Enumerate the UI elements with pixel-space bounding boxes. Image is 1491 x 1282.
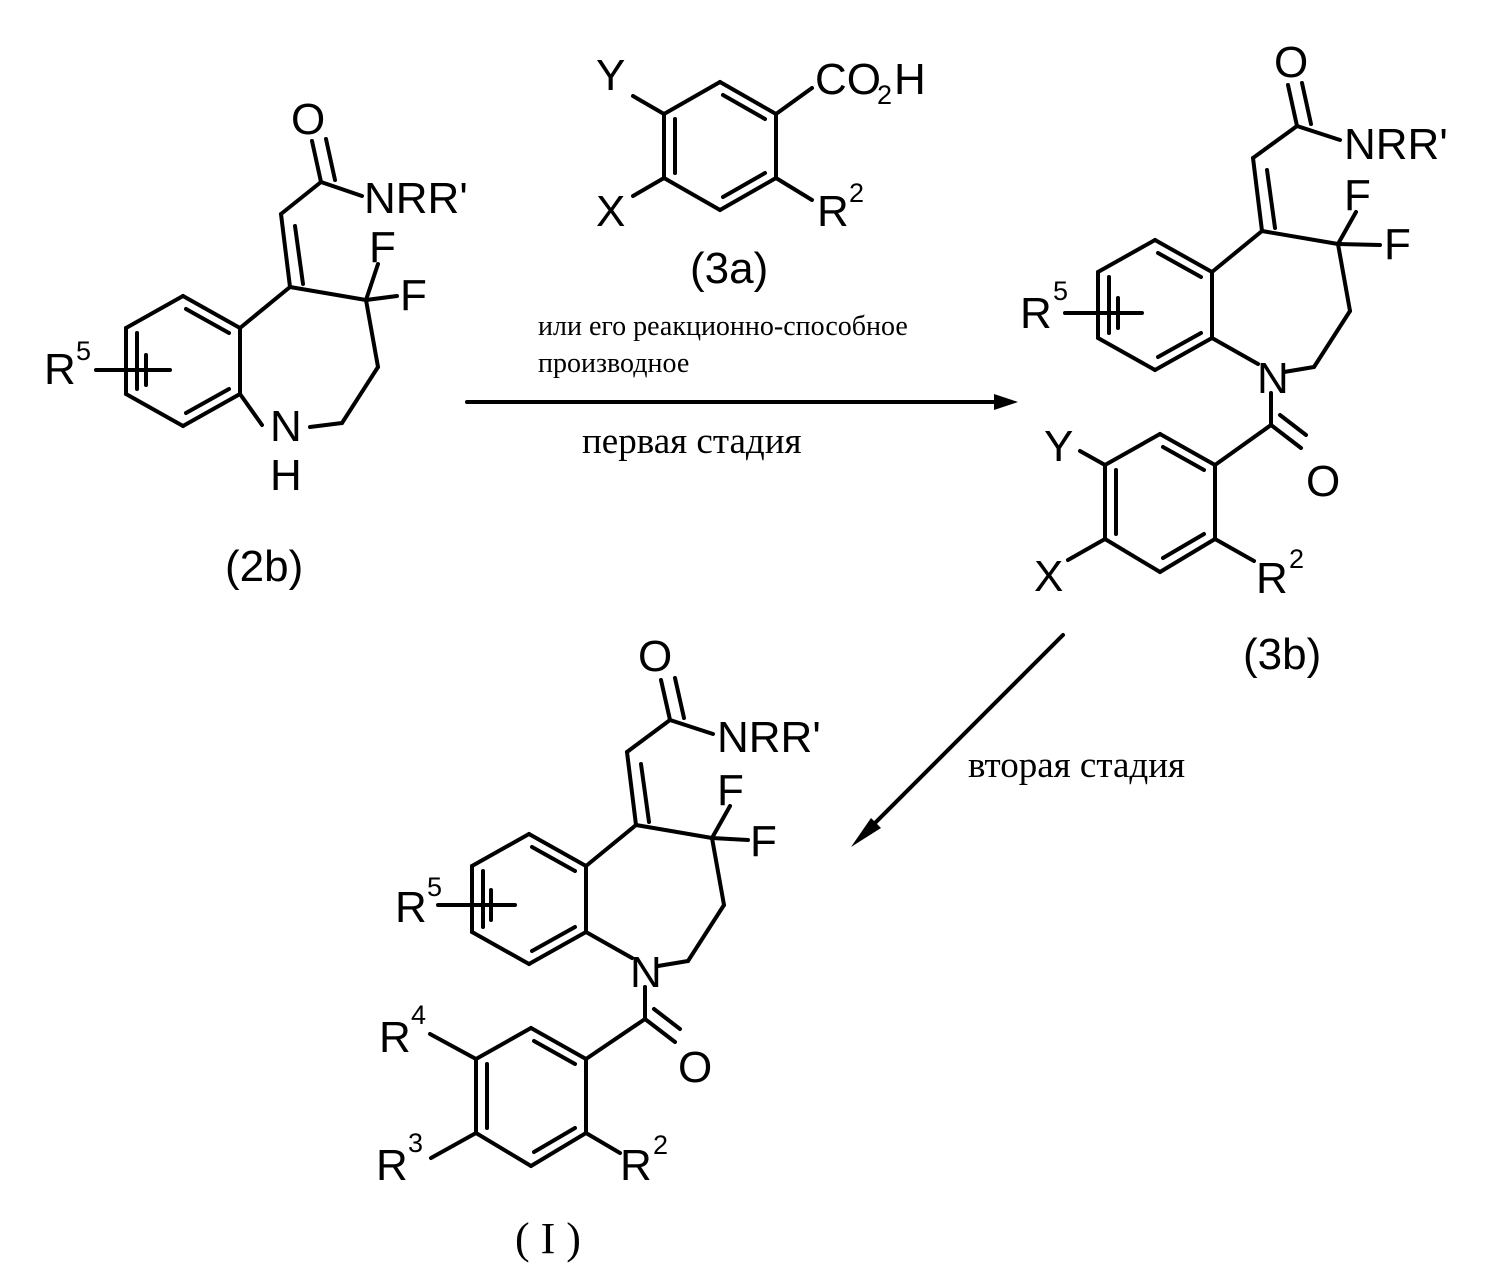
superscript-2: 2 [849,178,864,208]
substituent-x: X [596,187,625,236]
substituent-r5: R [44,345,76,394]
superscript-5: 5 [1053,276,1068,306]
atom-oxygen: O [1306,457,1340,506]
superscript-2: 2 [653,1130,668,1160]
compound-2b: O NRR' F F N H R 5 [44,95,468,500]
substituent-y: Y [1044,422,1073,471]
step-label-second: вторая стадия [968,745,1185,786]
atom-fluorine: F [369,223,396,272]
atom-oxygen: O [1274,38,1308,87]
substituent-r3: R [376,1141,408,1190]
amide-group: NRR' [1344,120,1448,169]
substituent-x: X [1034,552,1063,601]
superscript-5: 5 [427,872,442,902]
atom-fluorine: F [750,817,777,866]
carboxyl-group: CO [815,55,881,104]
substituent-r5: R [395,883,427,932]
atom-fluorine: F [717,766,744,815]
amide-group: NRR' [364,174,468,223]
reagent-note-line1: или его реакционно-способное [538,311,908,342]
atom-fluorine: F [1384,220,1411,269]
compound-3b: O NRR' F F N O R 5 Y X R 2 [1020,38,1448,603]
compound-label-I: ( I ) [515,1214,581,1263]
superscript-3: 3 [408,1128,423,1158]
reaction-arrow-first [467,394,1018,410]
reagent-note-line2: производное [538,348,689,379]
substituent-r2: R [620,1141,652,1190]
substituent-r5: R [1020,289,1052,338]
substituent-r2: R [1256,554,1288,603]
atom-nitrogen: N [270,402,302,451]
substituent-r4: R [379,1013,411,1062]
reaction-arrow-second [851,635,1063,847]
substituent-y: Y [596,51,625,100]
step-label-first: первая стадия [582,421,802,462]
carboxyl-hydrogen: H [894,55,926,104]
atom-nitrogen: N [1257,354,1289,403]
compound-3a: CO 2 H Y X R 2 [596,51,926,236]
superscript-5: 5 [76,336,91,366]
compound-label-3a: (3a) [690,244,768,293]
atom-oxygen: O [638,632,672,681]
compound-I: O NRR' F F N O R 5 R 4 R 3 R 2 [376,632,821,1190]
atom-oxygen: O [678,1043,712,1092]
superscript-2: 2 [1289,544,1304,574]
atom-fluorine: F [400,271,427,320]
superscript-4: 4 [411,1000,426,1030]
subscript-2: 2 [877,80,892,110]
substituent-r2: R [817,187,849,236]
atom-fluorine: F [1344,171,1371,220]
atom-hydrogen: H [270,451,302,500]
compound-label-2b: (2b) [225,542,303,591]
compound-label-3b: (3b) [1243,630,1321,679]
amide-group: NRR' [717,713,821,762]
atom-nitrogen: N [630,948,662,997]
atom-oxygen: O [291,95,325,144]
